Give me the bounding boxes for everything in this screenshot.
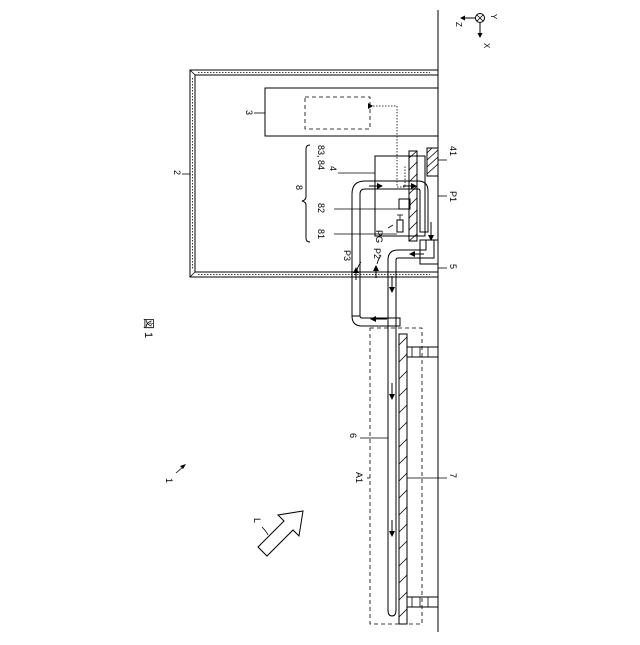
label-82: 82 (316, 203, 326, 213)
label-P2: P2 (372, 248, 382, 259)
axis-label-y: Y (489, 14, 498, 20)
signal-line-2 (397, 165, 405, 187)
label-P1: P1 (448, 191, 458, 202)
signal-line-1 (370, 106, 397, 187)
enclosure-2 (190, 70, 438, 277)
label-A1: A1 (354, 472, 364, 483)
label-3: 3 (244, 110, 254, 115)
pipe-6 (388, 240, 434, 616)
pump-5 (420, 240, 438, 264)
label-5: 5 (448, 264, 458, 269)
label-41: 41 (448, 146, 458, 156)
label-7: 7 (448, 473, 458, 478)
label-L: L (252, 518, 262, 523)
sensor-PG (397, 220, 403, 232)
label-8: 8 (294, 185, 304, 190)
leader-lines (176, 113, 447, 535)
label-4: 4 (328, 166, 338, 171)
label-6: 6 (348, 433, 358, 438)
label-PG: PG (374, 230, 384, 243)
label-P3: P3 (342, 250, 352, 261)
label-1: 1 (164, 478, 174, 483)
figure-title: 図 1 (142, 318, 155, 338)
label-81: 81 (316, 229, 326, 239)
label-83-84: 83, 84 (316, 145, 326, 170)
direction-arrow-L (258, 511, 303, 556)
label-2: 2 (172, 170, 182, 175)
connector-82 (399, 199, 410, 209)
axis-label-x: X (482, 43, 491, 49)
axis-indicator: Z Y X (454, 14, 498, 50)
heat-plate-41a (409, 151, 417, 241)
bracket-8 (302, 145, 310, 242)
axis-label-z: Z (454, 22, 463, 27)
reference-labels: 3 2 4 41 P1 5 8 83, 84 82 81 P3 P2 PG 6 … (142, 110, 458, 523)
unit-83-84 (305, 97, 370, 129)
